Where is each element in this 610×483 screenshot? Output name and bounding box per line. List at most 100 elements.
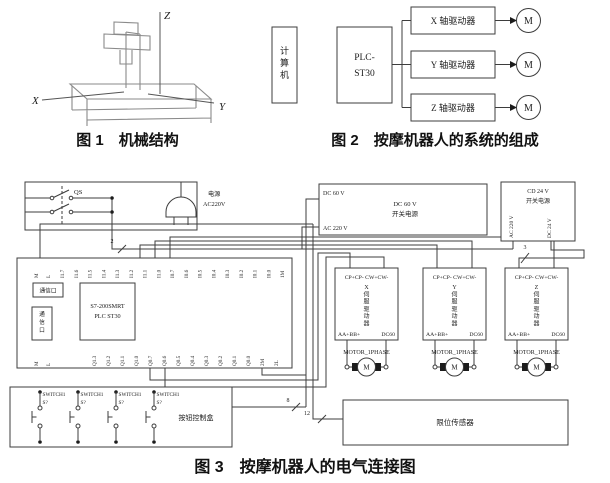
plc-outline	[16, 257, 293, 369]
qs-label: QS	[74, 189, 83, 196]
junction-dot	[110, 196, 114, 200]
plc-terminal-label: Q1.3	[92, 355, 98, 366]
plug-dome	[165, 196, 197, 218]
comm-port-box-2	[31, 306, 53, 341]
switch-label: SWITCH1	[43, 392, 66, 398]
limit-sensor-outline	[342, 399, 569, 446]
wire-count-slash-marks	[117, 244, 530, 424]
plug-icon	[165, 196, 197, 225]
plc-terminal-label: 2L	[274, 360, 280, 366]
driver-box	[410, 6, 496, 35]
x-driver-block: X 轴驱动器 M	[410, 6, 541, 35]
terminal-dot	[76, 440, 80, 444]
dc24-output-wire	[518, 241, 585, 268]
plc-terminal-label: M	[34, 361, 40, 366]
mains-power-section: QS 电源 AC220V	[24, 181, 226, 231]
plc-terminal-label: I0.2	[239, 269, 245, 278]
machine-sketch	[68, 21, 213, 126]
motor-letter: M	[524, 16, 533, 27]
plc-terminal-label: Q0.7	[148, 355, 154, 366]
plc-terminal-label: L	[46, 363, 52, 366]
plc-terminal-label: Q0.2	[218, 355, 224, 366]
motor-circle	[516, 95, 541, 120]
limit-sensor-wire	[312, 224, 343, 420]
wire-count-2: 2	[111, 239, 114, 245]
plug-prongs	[173, 217, 189, 225]
plc-terminal-label: Q0.5	[176, 355, 182, 366]
switch-sub-label: S?	[81, 400, 87, 406]
power-frame	[24, 181, 198, 231]
limit-sensor-label: 限位传感器	[436, 417, 474, 427]
contact-circle	[113, 405, 119, 411]
terminal-dot	[114, 440, 118, 444]
driver-box	[410, 93, 496, 122]
motor-brush	[543, 363, 551, 371]
motor-brush	[522, 363, 530, 371]
plc-supply-wire	[39, 223, 313, 258]
motor-circle	[516, 52, 541, 77]
switch-label: SWITCH1	[81, 392, 104, 398]
machine-head	[103, 21, 151, 65]
plc-terminal-label: I0.6	[184, 269, 190, 278]
switch-sub-label: S?	[119, 400, 125, 406]
x-axis-line	[41, 91, 125, 101]
motor-circle	[527, 357, 546, 377]
motor-brush	[352, 363, 360, 371]
plc-terminal-label: I1.4	[101, 269, 107, 278]
plc-terminal-label: Q1.1	[120, 355, 126, 366]
contact-circle	[37, 405, 43, 411]
plc-label-line2: ST30	[354, 69, 375, 79]
motor-letter: M	[524, 60, 533, 71]
contact-circle	[75, 405, 81, 411]
signal-bus-top-wires	[139, 236, 555, 268]
computer-label: 计算机	[280, 45, 289, 80]
contact-circle	[49, 195, 55, 201]
motor-letter: M	[524, 103, 533, 114]
terminal-dot	[38, 440, 42, 444]
bidirectional-arrow-icon	[300, 57, 334, 73]
plc-terminal-label: Q1.0	[134, 355, 140, 366]
cd24-title-line1: CD 24 V	[527, 189, 549, 195]
motor-terminal	[344, 364, 350, 370]
figure1-caption: 图 1 机械结构	[76, 132, 179, 149]
plc-terminal-label: I0.4	[211, 269, 217, 278]
motor-y: MOTOR_1PHASE M	[431, 340, 478, 377]
dc60-power-supply: DC 60 V AC 220 V DC 60 V 开关电源	[318, 183, 488, 236]
arrow-head-icon	[510, 17, 517, 24]
cd24-power-supply: CD 24 V 开关电源 AC 220 V DC 24 V	[500, 181, 576, 242]
wire-count-3: 3	[524, 245, 527, 251]
plc-model-line2: PLC ST30	[94, 313, 120, 320]
plc-terminal-label: I1.7	[60, 269, 66, 278]
dc60-ac-input-wire	[301, 226, 319, 249]
contact-circle	[151, 405, 157, 411]
motor-terminal	[383, 364, 389, 370]
figure2-system-diagram: 计算机 PLC- ST30 X 轴驱动器 M Y 轴驱动器 M Z 轴驱动器	[271, 6, 541, 122]
dc60-title-line2: 开关电源	[392, 209, 419, 218]
contact-circle	[68, 195, 74, 201]
motor-phase-label: MOTOR_1PHASE	[513, 350, 560, 356]
plc-terminal-label: I0.3	[225, 269, 231, 278]
computer-box	[271, 26, 298, 104]
driver-box	[504, 267, 569, 341]
plc-terminal-label: I1.2	[129, 269, 135, 278]
motor-phase-label: MOTOR_1PHASE	[431, 350, 478, 356]
comm-port-label: 通信口	[39, 287, 56, 295]
driver-label: Y 轴驱动器	[431, 59, 475, 70]
plc-terminal-label: 2M	[260, 358, 266, 366]
z-driver-block: Z 轴驱动器 M	[410, 93, 541, 122]
arrow-head-icon	[510, 104, 517, 111]
motor-wires	[434, 340, 475, 368]
button-box-outline	[9, 386, 233, 448]
plc-terminal-label: Q0.0	[246, 355, 252, 366]
plc-terminal-label: M	[34, 273, 40, 278]
driver-terminal-aabb: AA+BB+	[508, 332, 530, 338]
